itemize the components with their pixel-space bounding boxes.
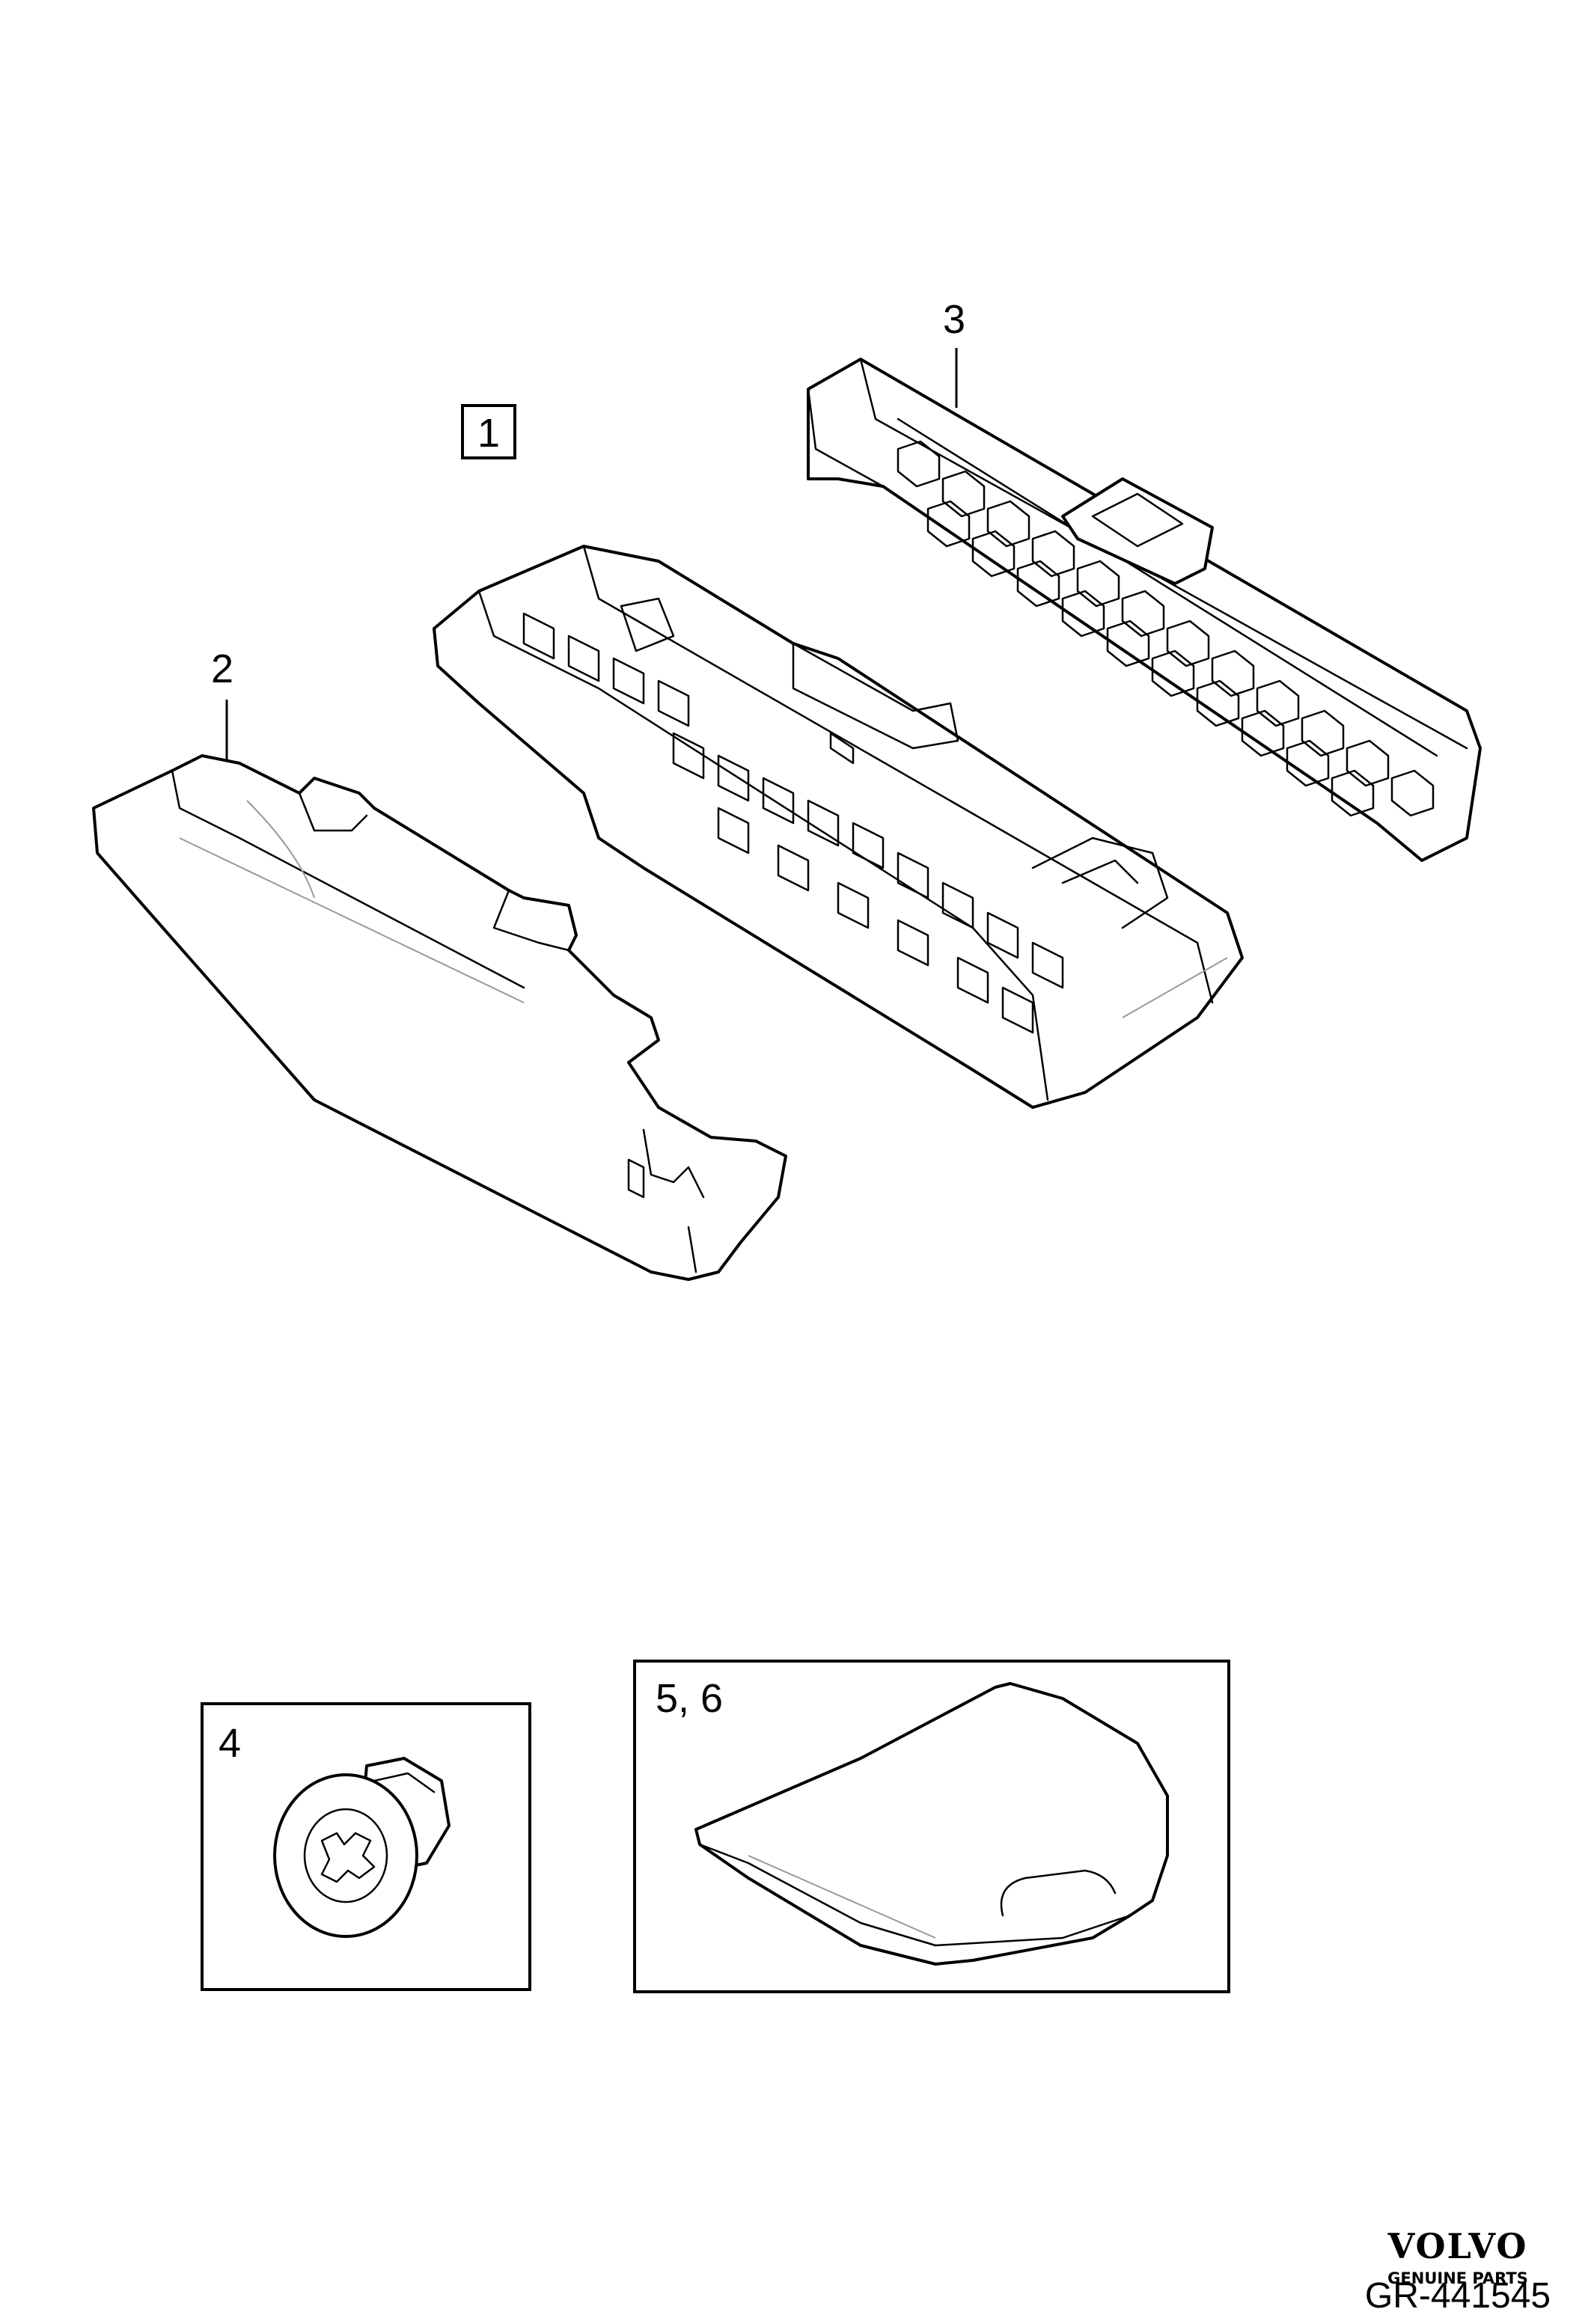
part-2-cover: [92, 754, 787, 1281]
part-4-panel: 4: [201, 1702, 531, 1991]
callout-1: 1: [461, 404, 516, 459]
svg-text:1: 1: [477, 411, 500, 456]
svg-text:4: 4: [219, 1721, 241, 1766]
svg-text:VOLVO: VOLVO: [1387, 2226, 1528, 2266]
part-5-6-plate: [694, 1682, 1169, 1966]
part-3-rail: [807, 358, 1482, 862]
part-4-clip: [273, 1757, 451, 1938]
svg-text:5, 6: 5, 6: [656, 1676, 723, 1721]
svg-text:2: 2: [211, 646, 233, 691]
part-3-honeycomb: [897, 440, 1435, 817]
callout-3: 3: [943, 297, 965, 408]
volvo-logo: VOLVO GENUINE PARTS: [1387, 2226, 1528, 2287]
part-1-box: [433, 545, 1244, 1109]
reference-number: GR-441545: [1365, 2276, 1551, 2316]
svg-text:GENUINE PARTS: GENUINE PARTS: [1387, 2269, 1528, 2287]
part-1-cells: [522, 612, 1064, 1034]
svg-text:3: 3: [943, 297, 965, 342]
part-5-6-panel: 5, 6: [633, 1660, 1230, 1993]
callout-2: 2: [211, 646, 233, 759]
